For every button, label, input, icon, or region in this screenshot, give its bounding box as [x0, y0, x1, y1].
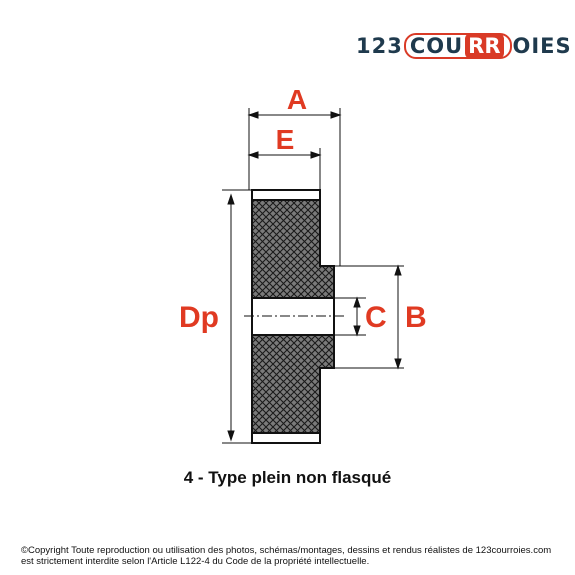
logo-mid: COU: [409, 34, 464, 58]
tooth-band-bottom: [251, 432, 321, 444]
copyright-line-1: ©Copyright Toute reproduction ou utilisa…: [21, 545, 552, 556]
lower-body: [251, 334, 335, 434]
upper-body: [251, 199, 335, 299]
label-dp: Dp: [179, 301, 219, 334]
logo-badge: RR: [465, 33, 504, 59]
logo-prefix: 123: [356, 34, 403, 58]
copyright-notice: ©Copyright Toute reproduction ou utilisa…: [21, 545, 561, 567]
logo-suffix: OIES: [512, 34, 572, 58]
label-e: E: [276, 124, 295, 155]
dimension-c: [353, 296, 361, 337]
label-b: B: [405, 301, 427, 334]
logo-ring: COU RR: [403, 33, 512, 59]
dimension-dp: [227, 193, 235, 442]
extension-lines: [222, 108, 404, 444]
brand-logo: 123 COU RR OIES: [356, 30, 572, 62]
dimension-b: [394, 264, 402, 370]
dimension-e: [247, 151, 322, 159]
label-a: A: [287, 84, 307, 115]
copyright-line-2: est strictement interdite selon l'Articl…: [21, 556, 370, 567]
diagram-caption: 4 - Type plein non flasqué: [183, 468, 392, 487]
label-c: C: [365, 301, 387, 334]
tooth-band-top: [251, 189, 321, 201]
dimension-a: [247, 111, 342, 119]
